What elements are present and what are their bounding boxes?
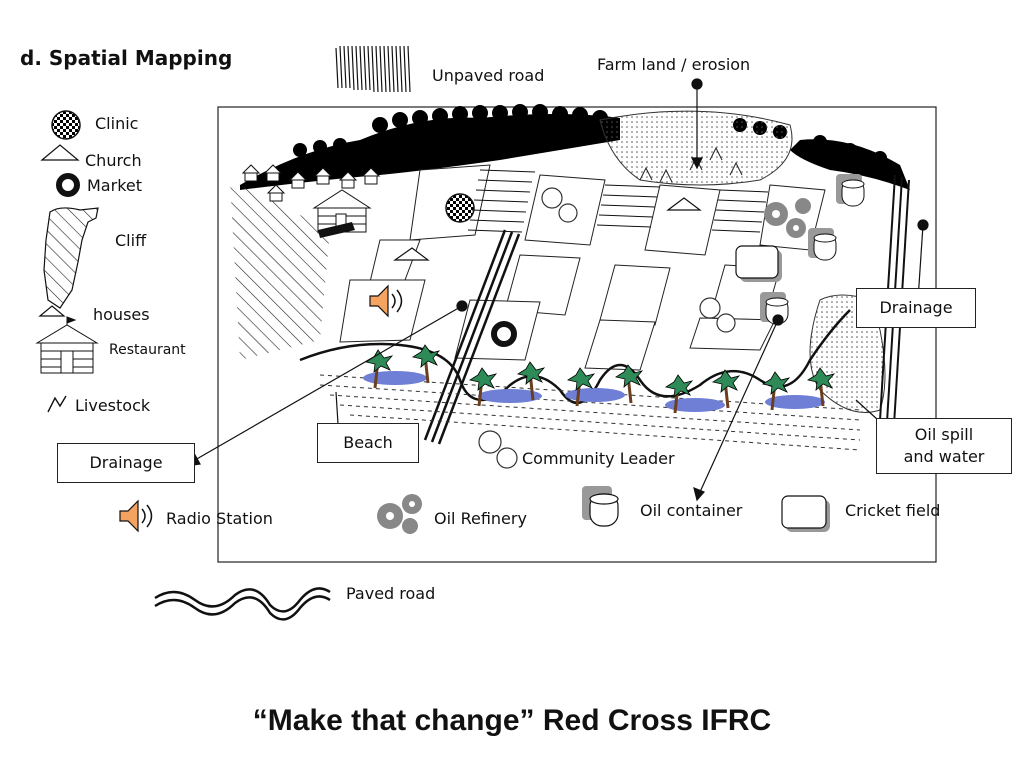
clinic-map-icon [445, 193, 475, 223]
legend-cricket-field: Cricket field [845, 501, 941, 520]
legend-paved-road: Paved road [346, 584, 436, 603]
main-road [423, 229, 521, 445]
oil-container-legend-icon [582, 486, 619, 527]
legend-livestock: Livestock [75, 396, 151, 415]
legend-clinic: Clinic [95, 114, 139, 133]
restaurant-legend-icon [35, 316, 99, 374]
callout-oil-spill: Oil spill and water [876, 418, 1012, 474]
oil-refinery-legend-icon [377, 494, 422, 534]
church-map-icon [393, 247, 430, 261]
tree-line [240, 114, 910, 190]
cliff-hatching [230, 180, 330, 360]
market-map-icon [491, 321, 517, 347]
oil-refinery-map-icon [764, 198, 811, 238]
callout-beach: Beach [317, 423, 419, 463]
livestock-legend-icon [47, 395, 67, 413]
clinic-legend-icon [51, 110, 81, 140]
radio-station-map-icon [369, 284, 403, 318]
community-leader-legend-icon [478, 430, 518, 469]
paved-road-legend-icon [154, 587, 331, 613]
legend-oil-refinery: Oil Refinery [434, 509, 527, 528]
unpaved-road-swatch [335, 45, 411, 93]
unpaved-road-stripes [467, 169, 769, 233]
paved-road-legend-icon-2 [154, 595, 331, 621]
oil-container-map-icons [760, 174, 865, 325]
radio-station-legend-icon [119, 499, 153, 533]
legend-farm-land: Farm land / erosion [597, 55, 751, 74]
legend-market: Market [87, 176, 142, 195]
palm-trees [364, 344, 836, 414]
footer-credit: “Make that change” Red Cross IFRC [252, 704, 772, 737]
livestock-marks [639, 146, 743, 183]
legend-community-leader: Community Leader [522, 449, 675, 468]
cricket-field-legend-icon [781, 495, 830, 532]
legend-oil-container: Oil container [640, 501, 743, 520]
church-legend-icon [40, 144, 80, 161]
tree-tops [293, 104, 887, 165]
legend-restaurant: Restaurant [109, 342, 186, 358]
houses-legend-icon [38, 305, 66, 317]
houses-cluster [241, 164, 381, 202]
callout-drainage-left-text: Drainage [89, 453, 163, 472]
callout-drainage-right: Drainage [856, 288, 976, 328]
map-frame [217, 106, 937, 563]
legend-radio-station: Radio Station [166, 509, 273, 528]
pier [318, 222, 355, 238]
cliff-legend-icon [43, 207, 99, 309]
callout-beach-text: Beach [343, 433, 393, 452]
market-legend-icon [56, 173, 80, 197]
callout-oil-spill-line1: Oil spill [914, 425, 974, 444]
legend-cliff: Cliff [115, 231, 147, 250]
cricket-field-map-icon [735, 245, 782, 282]
callout-oil-spill-line2: and water [903, 447, 985, 466]
page-title: d. Spatial Mapping [20, 46, 233, 70]
farm-land-area [599, 110, 793, 186]
callout-drainage-right-text: Drainage [879, 298, 953, 317]
community-leader-map-icon [541, 187, 736, 333]
callout-drainage-left: Drainage [57, 443, 195, 483]
legend-unpaved-road: Unpaved road [432, 66, 545, 85]
legend-houses: houses [93, 305, 150, 324]
church-map-icon-2 [666, 197, 702, 211]
legend-church: Church [85, 151, 142, 170]
